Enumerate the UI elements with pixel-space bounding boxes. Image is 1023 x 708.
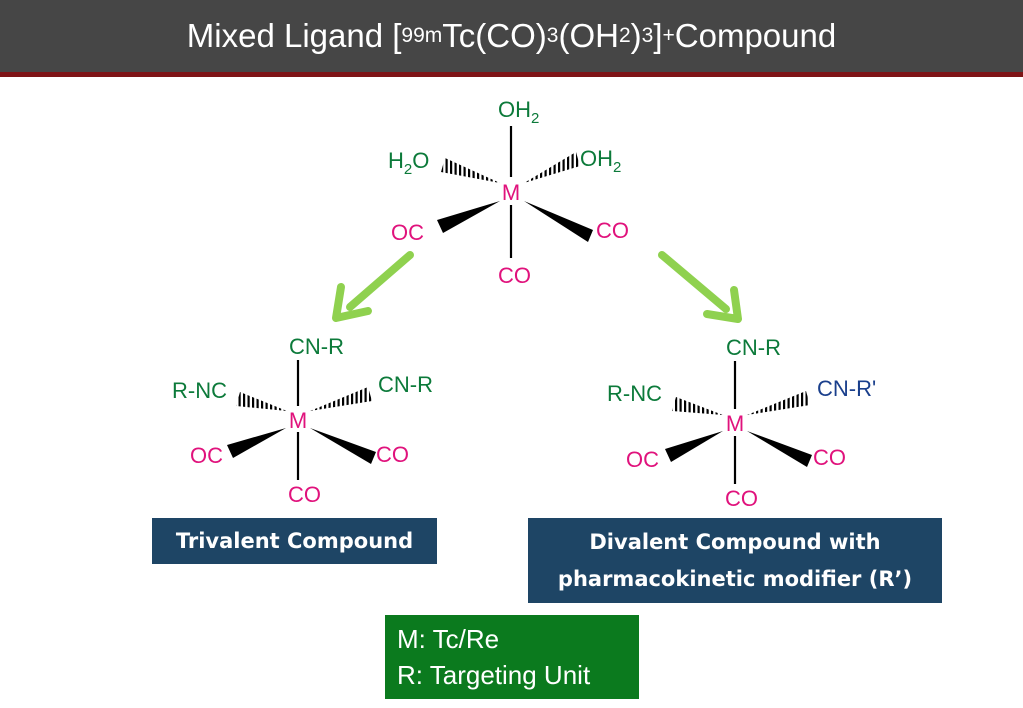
wedge-bond-lower-left [227,428,286,458]
metal-center: M [502,180,520,205]
ligand-lower-left: OC [626,447,659,472]
wedge-bond-lower-right [747,431,812,467]
metal-center: M [289,408,307,433]
trivalent-label-text: Trivalent Compound [175,528,414,553]
wedge-bond-lower-right [310,428,376,464]
arrow-left [332,251,414,322]
metal-center: M [726,411,744,436]
hashed-bond-upper-left [672,397,723,415]
ligand-upper-right: CN-R [378,372,433,397]
ligand-lower-right: CO [813,445,846,470]
ligand-upper-right: OH2 [580,146,621,176]
title-bar [0,0,1023,72]
legend-box: M: Tc/Re R: Targeting Unit [385,615,639,699]
hashed-bond-upper-left [441,158,500,183]
ligand-upper-left: H2O [388,148,429,178]
ligand-bottom: CO [498,263,531,288]
ligand-bottom: CO [288,482,321,507]
trivalent-compound-label: Trivalent Compound [152,518,437,564]
legend-line-targeting: R: Targeting Unit [397,660,591,690]
ligand-lower-right: CO [376,442,409,467]
hashed-bond-upper-right [524,152,580,183]
ligand-top: OH2 [498,97,539,127]
legend-line-metal: M: Tc/Re [397,624,500,654]
ligand-lower-right: CO [596,218,629,243]
divalent-label-line1: Divalent Compound with [589,529,881,554]
hashed-bond-upper-left [236,392,287,411]
right-complex: M CN-R R-NC CN-R' OC CO CO [607,335,876,511]
wedge-bond-lower-left [665,431,723,462]
hashed-bond-upper-right [747,391,810,415]
ligand-upper-right-modifier: CN-R' [817,376,876,401]
divalent-label-line2: pharmacokinetic modifier (R’) [557,566,913,591]
wedge-bond-lower-right [524,201,593,242]
ligand-bottom: CO [725,486,758,511]
ligand-top: CN-R [289,334,344,359]
top-complex: M OH2 H2O OH2 OC CO CO [388,97,629,288]
divalent-compound-label: Divalent Compound with pharmacokinetic m… [528,518,942,603]
ligand-upper-left: R-NC [607,381,662,406]
title-divider [0,72,1023,77]
ligand-upper-left: R-NC [172,378,227,403]
arrow-right [658,251,742,323]
ligand-lower-left: OC [190,443,223,468]
left-complex: M CN-R R-NC CN-R OC CO CO [172,334,433,507]
ligand-top: CN-R [726,335,781,360]
ligand-lower-left: OC [391,220,424,245]
hashed-bond-upper-right [310,387,372,411]
wedge-bond-lower-left [437,201,500,233]
